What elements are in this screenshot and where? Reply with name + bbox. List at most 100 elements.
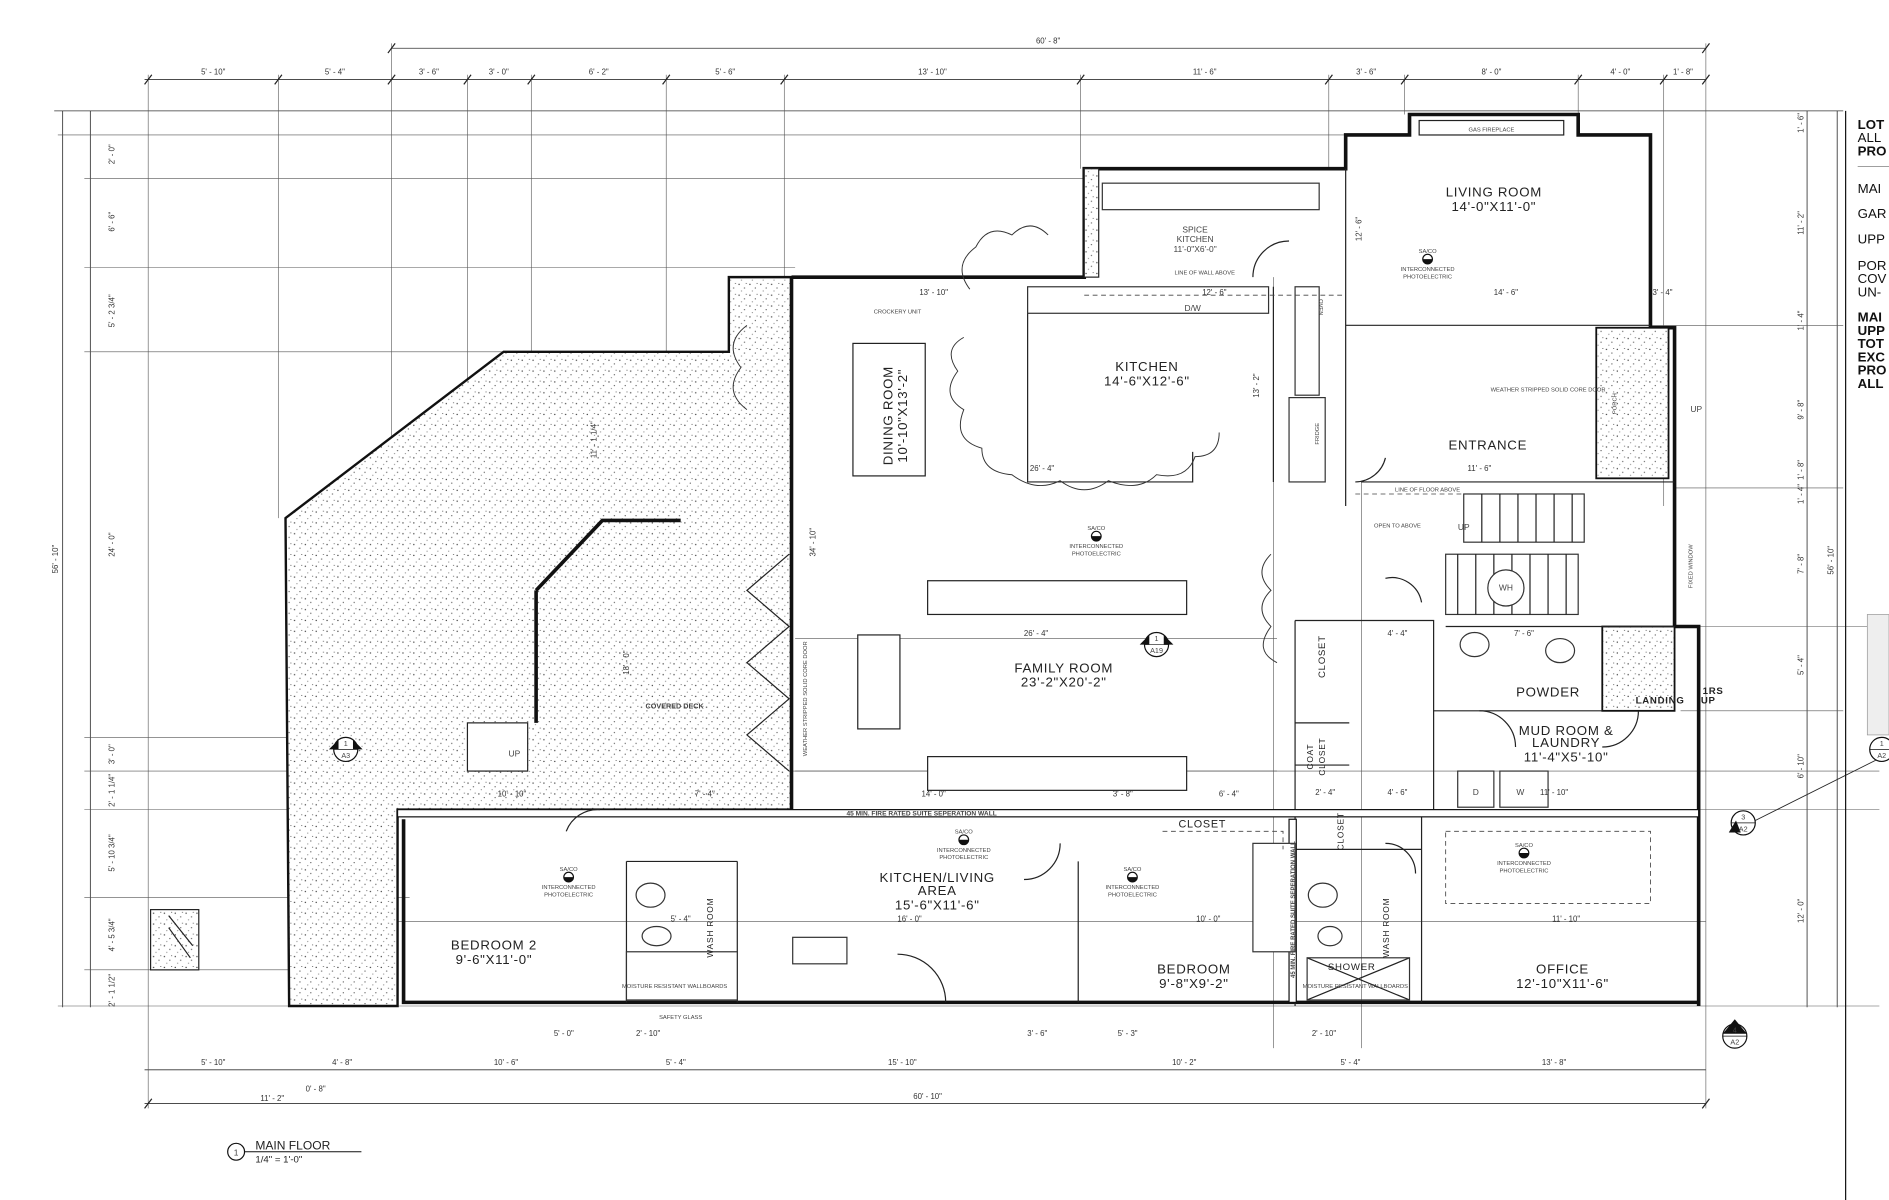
marker-sheet: A2	[1739, 824, 1748, 833]
dim: 1' - 8"	[1673, 68, 1693, 77]
bottom-dimensions: 5' - 10" 4' - 8" 10' - 6" 5' - 4" 15' - …	[201, 1029, 1566, 1103]
section-markers: 1 A19 1 A3 4 A2 1 A2 3 A2	[328, 631, 1889, 1049]
dim: 11' - 6"	[1468, 464, 1492, 473]
room-size: 9'-8"X9'-2"	[1159, 976, 1229, 991]
marker-sheet: A19	[1150, 646, 1163, 655]
detector: SA/CO INTERCONNECTED PHOTOELECTRIC	[1106, 867, 1160, 898]
legend-line: EXC	[1858, 349, 1886, 364]
legend-line: PRO	[1858, 143, 1887, 158]
open-above-note: OPEN TO ABOVE	[1374, 524, 1421, 530]
dim: 13' - 10"	[918, 68, 947, 77]
dim: 2' - 10"	[636, 1029, 661, 1038]
living-room: LIVING ROOM 14'-0"X11'-0"	[1446, 184, 1542, 213]
exterior-stairs	[149, 909, 200, 971]
dim: 2' - 10"	[1312, 1029, 1337, 1038]
dim: 8' - 0"	[1481, 68, 1501, 77]
porch-note: PORCH	[1613, 393, 1619, 414]
room-size: 12'-10"X11'-6"	[1516, 976, 1609, 991]
room-labels: LIVING ROOM 14'-0"X11'-0" SPICE KITCHEN …	[451, 184, 1723, 991]
drawing-title-text: MAIN FLOOR	[255, 1138, 330, 1152]
detector-label: PHOTOELECTRIC	[1403, 274, 1452, 280]
fire-wall-label: 45 MIN. FIRE RATED SUITE SEPERATION WALL	[1291, 841, 1297, 978]
legend-line: POR	[1858, 258, 1887, 273]
detector-label: SA/CO	[1087, 526, 1105, 532]
legend-line: ALL	[1858, 376, 1884, 391]
section-marker: 3 A2	[1728, 759, 1876, 836]
dim: 18' - 0"	[622, 650, 631, 675]
top-dimensions: 60' - 8" 5' - 10" 5' - 4" 3' - 6" 3' - 0…	[201, 36, 1693, 76]
dim: 0' - 8"	[306, 1085, 326, 1094]
room-name: OFFICE	[1536, 961, 1589, 976]
deck-inner-wall	[534, 518, 681, 723]
wall-above-note: LINE OF WALL ABOVE	[1174, 271, 1235, 277]
dim: 10' - 2"	[1172, 1058, 1197, 1067]
dim: 10' - 0"	[1196, 915, 1221, 924]
dim: 9' - 8"	[1796, 399, 1805, 419]
dim: 2' - 0"	[107, 144, 116, 164]
moisture-note: MOISTURE RESISTANT WALLBOARDS	[622, 984, 727, 990]
section-marker: 1 A19	[1139, 631, 1174, 658]
marker-number: 3	[1741, 812, 1745, 821]
legend-line: PRO	[1858, 363, 1887, 378]
dim: 5' - 3"	[1118, 1029, 1138, 1038]
legend-line: COV	[1858, 271, 1887, 286]
room-name: DINING ROOM	[881, 366, 896, 465]
covered-deck-label: COVERED DECK	[646, 701, 705, 710]
detector-label: SA/CO	[1123, 867, 1141, 873]
landing-label: LANDING	[1636, 696, 1685, 707]
dim: 5' - 4"	[1341, 1058, 1361, 1067]
dim: 6' - 10"	[1796, 754, 1805, 779]
legend-line: GAR	[1858, 206, 1887, 221]
legend-line: MAI	[1858, 181, 1882, 196]
dim: 5' - 2 3/4"	[107, 294, 116, 327]
section-marker: 1 A2	[1869, 736, 1889, 763]
drawing-scale: 1/4" = 1'-0"	[255, 1155, 303, 1166]
dim: 1' - 4"	[1796, 484, 1805, 504]
rs-up-label: UP	[1701, 696, 1716, 707]
plan-notes: GAS FIREPLACE CROCKERY UNIT D/W OVEN FRI…	[509, 127, 1703, 1021]
room-name: LIVING ROOM	[1446, 184, 1542, 199]
covered-deck-area	[284, 275, 793, 1008]
dim: 7' - 6"	[1514, 629, 1534, 638]
fridge-note: FRIDGE	[1315, 423, 1321, 445]
crockery-note: CROCKERY UNIT	[874, 309, 922, 315]
dim: 5' - 4"	[666, 1058, 686, 1067]
detector-label: PHOTOELECTRIC	[544, 892, 593, 898]
dim: 11' - 10"	[1552, 915, 1580, 924]
room-size: 23'-2"X20'-2"	[1021, 675, 1107, 690]
dim: 3' - 6"	[1356, 68, 1376, 77]
room-size: 10'-10"X13'-2"	[895, 369, 910, 463]
bifold-door	[746, 553, 791, 772]
dw-note: D/W	[1184, 303, 1200, 313]
dim: 4' - 5 3/4"	[107, 918, 116, 951]
room-name: BEDROOM	[1157, 961, 1231, 976]
deck-stairs	[466, 722, 529, 772]
legend-line: UN-	[1858, 284, 1882, 299]
kitchen: KITCHEN 14'-6"X12'-6"	[1104, 359, 1190, 389]
dim: 14' - 0"	[922, 789, 947, 798]
room-name: MUD ROOM &	[1519, 723, 1614, 738]
dim: 13' - 2"	[1252, 373, 1261, 398]
dim: 3' - 6"	[1027, 1029, 1047, 1038]
room-size: 14'-6"X12'-6"	[1104, 374, 1190, 389]
legend-line: ALL	[1858, 130, 1882, 145]
dim: 14' - 6"	[1494, 288, 1519, 297]
dim: 12' - 0"	[1796, 898, 1805, 923]
marker-sheet: A2	[1877, 751, 1886, 760]
coat-closet-label: CLOSET	[1317, 738, 1327, 776]
dim: 1' - 6"	[1796, 113, 1805, 133]
dim: 11' - 6"	[1193, 68, 1217, 77]
detector-label: INTERCONNECTED	[542, 885, 596, 891]
washer-note: W	[1516, 787, 1524, 797]
dim: 5' - 4"	[671, 915, 691, 924]
room-size: 9'-6"X11'-0"	[456, 952, 533, 967]
detector: SA/CO INTERCONNECTED PHOTOELECTRIC	[937, 830, 991, 861]
dim: 6' - 6"	[107, 212, 116, 232]
fixed-window-note: FIXED WINDOW	[1689, 544, 1695, 588]
detector-label: PHOTOELECTRIC	[1072, 551, 1121, 557]
dim: 4' - 8"	[332, 1058, 352, 1067]
marker-number: 1	[1155, 634, 1159, 643]
room-name: FAMILY ROOM	[1014, 660, 1113, 675]
section-marker: 1 A3	[328, 736, 363, 763]
